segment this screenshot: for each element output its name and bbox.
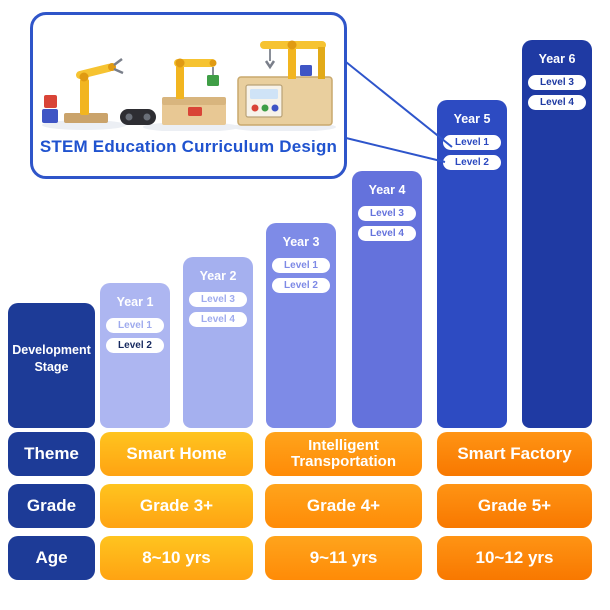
level-pill: Level 4 [528, 95, 586, 110]
development-stage-label: Development Stage [12, 343, 91, 374]
grade-3-plus: Grade 3+ [100, 484, 253, 528]
level-pill: Level 2 [443, 155, 501, 170]
bar-year-6: Year 6 Level 3 Level 4 [522, 40, 592, 428]
stem-kits-photo [33, 15, 344, 131]
product-photo-card: STEM Education Curriculum Design [30, 12, 347, 179]
bar-year-4: Year 4 Level 3 Level 4 [352, 171, 422, 428]
grade-4-plus: Grade 4+ [265, 484, 422, 528]
card-caption: STEM Education Curriculum Design [39, 137, 338, 156]
age-row-label: Age [8, 536, 95, 580]
theme-smart-factory: Smart Factory [437, 432, 592, 476]
theme-smart-home: Smart Home [100, 432, 253, 476]
level-pill: Level 3 [528, 75, 586, 90]
year-3-label: Year 3 [282, 235, 320, 249]
robot-kits-illustration [42, 40, 336, 131]
level-pill: Level 2 [272, 278, 330, 293]
grade-row-label: Grade [8, 484, 95, 528]
bar-development-stage: Development Stage [8, 303, 95, 428]
theme-row-label: Theme [8, 432, 95, 476]
level-pill: Level 3 [189, 292, 247, 307]
bar-year-3: Year 3 Level 1 Level 2 [266, 223, 336, 428]
year-6-label: Year 6 [538, 52, 576, 66]
age-10-12: 10~12 yrs [437, 536, 592, 580]
level-pill: Level 3 [358, 206, 416, 221]
bar-year-5: Year 5 Level 1 Level 2 [437, 100, 507, 428]
level-pill: Level 4 [189, 312, 247, 327]
theme-intelligent-transportation: Intelligent Transportation [265, 432, 422, 476]
level-pill: Level 2 [106, 338, 164, 353]
year-2-label: Year 2 [199, 269, 237, 283]
age-9-11: 9~11 yrs [265, 536, 422, 580]
grade-5-plus: Grade 5+ [437, 484, 592, 528]
year-1-label: Year 1 [116, 295, 154, 309]
age-8-10: 8~10 yrs [100, 536, 253, 580]
bar-year-2: Year 2 Level 3 Level 4 [183, 257, 253, 428]
year-4-label: Year 4 [368, 183, 406, 197]
level-pill: Level 4 [358, 226, 416, 241]
level-pill: Level 1 [443, 135, 501, 150]
bar-year-1: Year 1 Level 1 Level 2 [100, 283, 170, 428]
year-5-label: Year 5 [453, 112, 491, 126]
level-pill: Level 1 [106, 318, 164, 333]
level-pill: Level 1 [272, 258, 330, 273]
